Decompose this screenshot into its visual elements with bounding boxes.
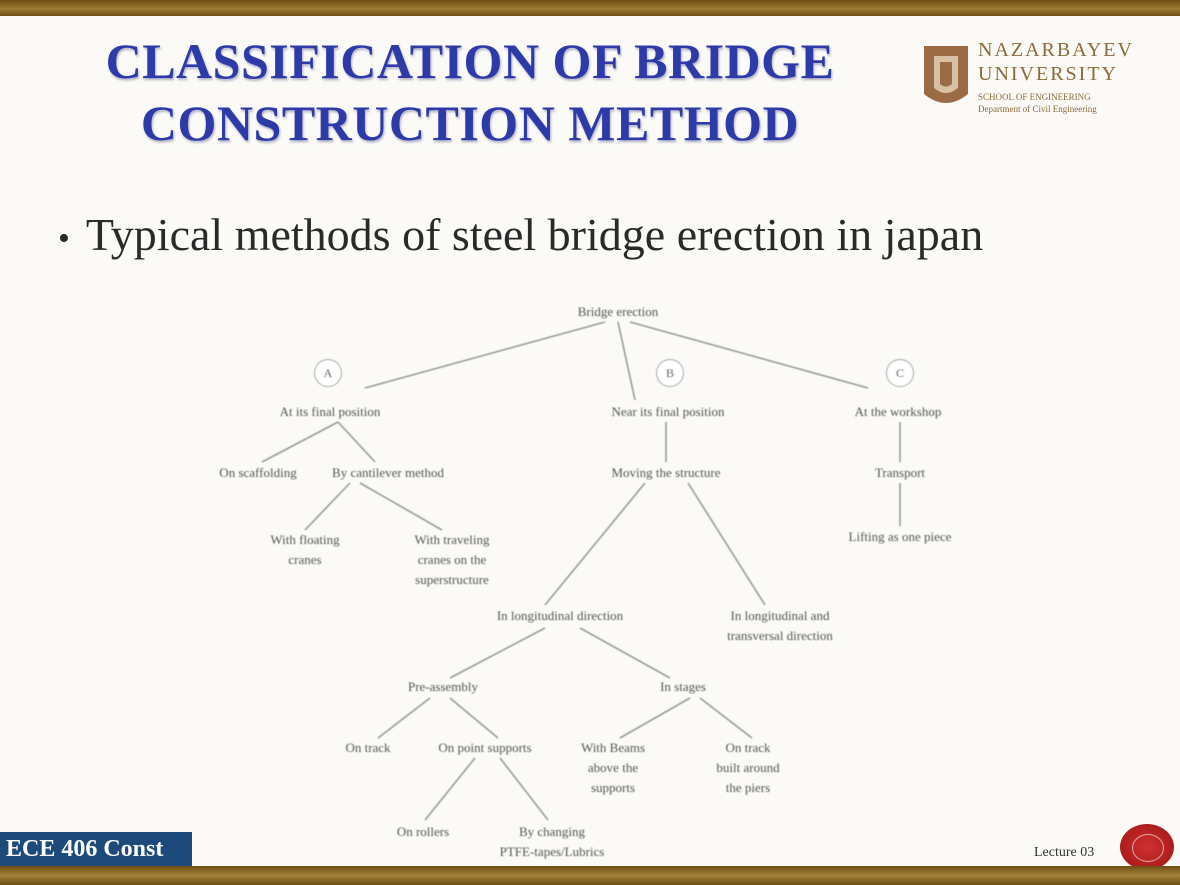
category-b-circle: B bbox=[656, 359, 684, 387]
logo-name-line-2: UNIVERSITY bbox=[978, 63, 1118, 85]
node-transport: Transport bbox=[874, 465, 926, 480]
logo-name-line-1: NAZARBAYEV bbox=[978, 39, 1134, 61]
node-changing-tapes: By changing PTFE-tapes/Lubrics bbox=[499, 824, 605, 859]
node-track-around-piers: On track built around the piers bbox=[716, 740, 780, 795]
bullet-item: • Typical methods of steel bridge erectio… bbox=[58, 208, 983, 261]
university-logo: NAZARBAYEV UNIVERSITY SCHOOL OF ENGINEER… bbox=[918, 40, 1168, 120]
university-emblem-icon bbox=[924, 46, 968, 103]
node-lifting-one-piece: Lifting as one piece bbox=[848, 529, 952, 544]
node-on-rollers: On rollers bbox=[396, 824, 450, 839]
node-in-stages: In stages bbox=[660, 679, 706, 694]
node-point-supports: On point supports bbox=[438, 740, 532, 755]
node-pre-assembly: Pre-assembly bbox=[407, 679, 479, 694]
bullet-dot-icon: • bbox=[58, 220, 70, 258]
slide-title: CLASSIFICATION OF BRIDGE CONSTRUCTION ME… bbox=[60, 30, 880, 154]
node-cantilever-method: By cantilever method bbox=[332, 465, 444, 480]
lecture-label: Lecture 03 bbox=[1034, 845, 1095, 860]
node-near-final-position: Near its final position bbox=[611, 404, 725, 419]
title-line-1: CLASSIFICATION OF BRIDGE bbox=[105, 33, 835, 89]
course-footer: ECE 406 Const bbox=[0, 832, 192, 866]
node-moving-structure: Moving the structure bbox=[611, 465, 721, 480]
node-longitudinal-transversal: In longitudinal and transversal directio… bbox=[727, 608, 833, 643]
category-a-circle: A bbox=[314, 359, 342, 387]
bullet-text: Typical methods of steel bridge erection… bbox=[85, 209, 984, 260]
node-on-track: On track bbox=[345, 740, 391, 755]
university-seal-icon bbox=[1120, 824, 1174, 870]
node-traveling-cranes: With traveling cranes on the superstruct… bbox=[414, 532, 490, 587]
category-c-circle: C bbox=[886, 359, 914, 387]
node-floating-cranes: With floating cranes bbox=[270, 532, 340, 567]
node-bridge-erection: Bridge erection bbox=[577, 304, 659, 319]
bottom-border-bar bbox=[0, 866, 1180, 885]
node-on-scaffolding: On scaffolding bbox=[219, 465, 297, 480]
logo-subtitle-1: SCHOOL OF ENGINEERING bbox=[978, 92, 1091, 102]
logo-subtitle-2: Department of Civil Engineering bbox=[978, 104, 1097, 114]
title-line-2: CONSTRUCTION METHOD bbox=[140, 95, 800, 151]
node-final-position: At its final position bbox=[279, 404, 381, 419]
top-border-bar bbox=[0, 0, 1180, 16]
node-longitudinal: In longitudinal direction bbox=[496, 608, 624, 623]
node-at-workshop: At the workshop bbox=[854, 404, 942, 419]
node-beams-above-supports: With Beams above the supports bbox=[580, 740, 646, 795]
